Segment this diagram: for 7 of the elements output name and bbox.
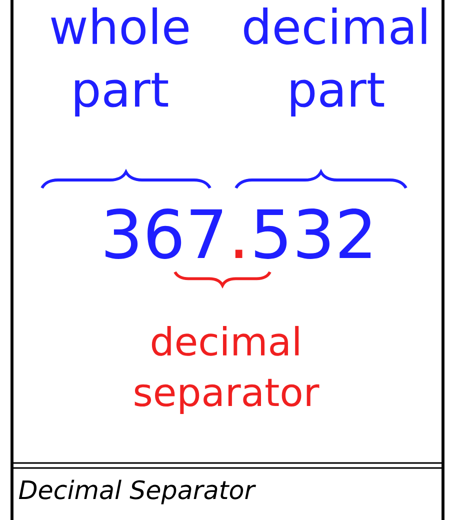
decimal-point: . <box>235 250 242 258</box>
part-label: whole part <box>51 7 188 117</box>
number: 532 <box>255 208 371 259</box>
separator-label: decimal separator <box>134 326 320 414</box>
caption: Decimal Separator <box>18 480 256 504</box>
number: 367 <box>106 208 222 259</box>
part-label: decimal part <box>244 7 426 117</box>
